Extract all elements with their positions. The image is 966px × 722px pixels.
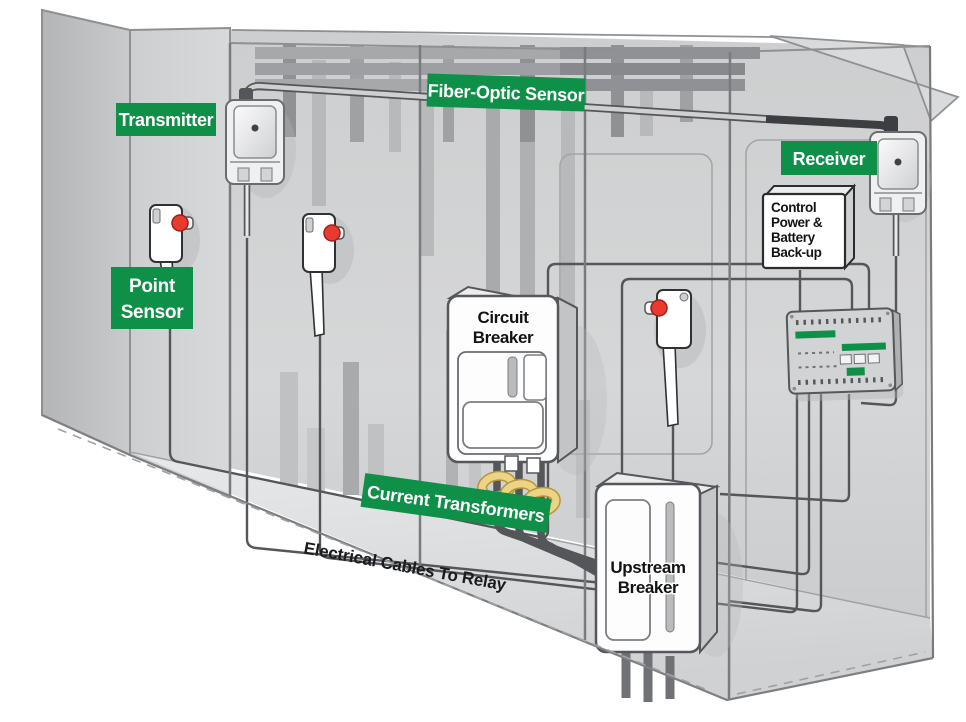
- upstream-inner-frame: [605, 499, 651, 641]
- sensor-bracket: [152, 208, 161, 224]
- relay-button: [867, 353, 880, 364]
- bus-riser: [520, 142, 535, 310]
- label-receiver: Receiver: [781, 141, 877, 175]
- switchgear-enclosure: [41, 8, 933, 700]
- upstream-slot: [665, 501, 675, 633]
- relay-green-strip-1: [795, 330, 836, 339]
- label-plate: [360, 473, 552, 533]
- breaker-foot: [526, 457, 541, 474]
- label-plate: [116, 103, 216, 136]
- label-text: Receiver: [793, 149, 866, 169]
- receiver-device: [869, 116, 931, 256]
- left-outer-wall: [41, 8, 131, 457]
- bus-riser: [576, 400, 590, 518]
- bus-riser: [280, 372, 298, 498]
- label-text-line2: Sensor: [121, 302, 185, 323]
- label-plate: [111, 267, 193, 329]
- relay-green-strip-2: [841, 342, 886, 352]
- relay-screw: [885, 311, 890, 316]
- receiver-aperture-dot: [894, 158, 902, 166]
- sensor-bracket: [305, 217, 314, 233]
- point-sensor2-to-relay-cable: [318, 335, 799, 614]
- relay-markings: [798, 351, 835, 355]
- transmitter-aperture-dot: [251, 124, 259, 132]
- upstream-breaker-text-1: Upstream: [610, 558, 686, 577]
- receiver-down-cable: [860, 256, 898, 407]
- sensor-bracket: [679, 292, 689, 302]
- breaker-foot: [504, 455, 519, 472]
- floor-edges: [41, 413, 934, 702]
- label-fiber-optic-sensor: Fiber-Optic Sensor: [426, 73, 586, 112]
- box-front: [761, 192, 847, 270]
- circuit-breaker-text-1: Circuit: [477, 308, 529, 327]
- transmitter-device: [225, 88, 296, 236]
- relay-screw: [888, 383, 893, 388]
- bus-riser: [486, 98, 500, 306]
- floor-dashed-line-right: [736, 651, 926, 695]
- receiver-foot: [902, 197, 915, 212]
- phase-cable-c: [537, 446, 621, 589]
- label-plate: [426, 73, 586, 112]
- bus-bar-shaded: [560, 63, 745, 75]
- breaker-door: [462, 401, 544, 449]
- label-plate: [781, 141, 877, 175]
- control-power-text-1: Control: [771, 200, 816, 215]
- control-power-text-2: Power &: [771, 215, 823, 230]
- bus-riser: [343, 362, 359, 495]
- circuit-breaker-text-2: Breaker: [473, 328, 534, 347]
- breaker-side: [699, 484, 718, 655]
- front-bottom-edge: [41, 413, 934, 702]
- bus-riser: [561, 98, 575, 310]
- relay-screw: [789, 314, 794, 319]
- label-text: Fiber-Optic Sensor: [427, 81, 584, 106]
- partition-4: [727, 51, 732, 700]
- transmitter-foot: [260, 167, 273, 182]
- red-lens: [171, 214, 189, 232]
- breaker-inner-frame: [457, 351, 547, 455]
- label-text-line1: Point: [129, 276, 176, 297]
- point-sensor-2: [302, 213, 354, 337]
- transmitter-lens-window: [233, 105, 277, 159]
- control-power-box: Control Power & Battery Back-up: [761, 183, 857, 271]
- red-lens: [323, 224, 341, 242]
- floor-dashed-line-left: [57, 428, 706, 690]
- upstream-breaker-box: Upstream Breaker: [594, 471, 743, 702]
- point-sensor-3: [644, 289, 706, 427]
- bus-bar-shaded: [560, 79, 745, 91]
- relay-button: [853, 353, 866, 365]
- relay-screw: [792, 386, 797, 391]
- label-transmitter: Transmitter: [116, 103, 216, 136]
- bus-riser: [389, 62, 401, 152]
- relay-to-upstream-breaker-cable: [719, 394, 851, 503]
- breaker-side: [557, 296, 578, 464]
- control-power-text-4: Back-up: [771, 245, 822, 260]
- relay-output-cable: [727, 394, 823, 613]
- label-point-sensor: Point Sensor: [111, 267, 193, 329]
- bus-riser: [312, 60, 326, 206]
- box-side: [844, 183, 855, 271]
- relay-button: [839, 354, 852, 365]
- label-text: Transmitter: [119, 110, 214, 130]
- circuit-breaker-box: Circuit Breaker: [446, 285, 607, 475]
- upstream-breaker-text-2: Breaker: [618, 578, 679, 597]
- control-power-text-3: Battery: [771, 230, 816, 245]
- back-wall: [230, 29, 930, 618]
- red-lens: [650, 299, 668, 317]
- receiver-foot: [879, 197, 892, 212]
- right-corner-edge: [928, 45, 935, 659]
- relay-faceplate: [785, 307, 897, 395]
- relay-green-chip: [846, 367, 865, 376]
- transmitter-foot: [237, 167, 250, 182]
- relay-device: [785, 307, 904, 402]
- bus-riser: [421, 90, 434, 256]
- breaker-slot: [507, 356, 518, 398]
- transmitter-to-relay-cable: [245, 238, 854, 586]
- breaker-window: [523, 354, 547, 401]
